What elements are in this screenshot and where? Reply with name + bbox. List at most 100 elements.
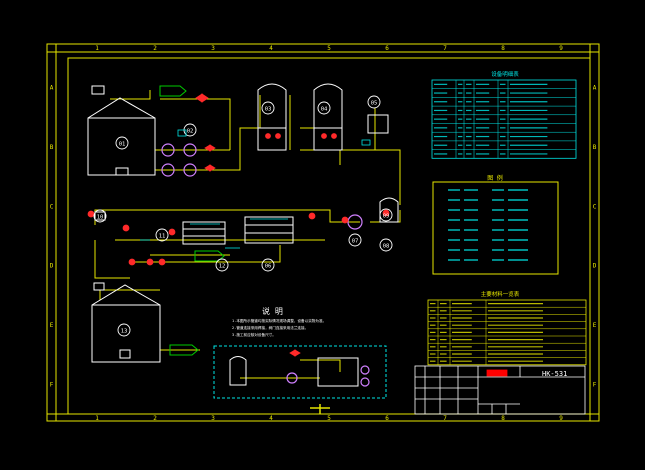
equipment-tag: 12 <box>215 258 229 272</box>
frame-col-label: 9 <box>559 415 563 422</box>
svg-text:03: 03 <box>265 106 272 112</box>
frame-col-label: 2 <box>153 45 157 52</box>
valve-icon <box>128 258 136 266</box>
tank-icon <box>87 85 156 176</box>
material-title: 主要材料一览表 <box>481 290 520 298</box>
frame-col-label: 4 <box>269 45 273 52</box>
equipment-tag: 10 <box>93 209 107 223</box>
frame-col-label: 1 <box>95 45 99 52</box>
filter-icon <box>313 83 343 151</box>
frame-col-label: 7 <box>443 45 447 52</box>
tank-icon <box>91 282 161 363</box>
pump-icon <box>286 372 298 384</box>
valve-icon <box>331 133 337 139</box>
flow-arrow-icon <box>169 344 199 356</box>
svg-text:09: 09 <box>383 213 390 219</box>
frame-row-label: B <box>50 144 54 151</box>
valve-icon <box>146 258 154 266</box>
filter-icon <box>257 83 287 151</box>
frame-row-label: F <box>50 381 54 388</box>
flow-arrow-icon <box>159 85 187 97</box>
svg-text:10: 10 <box>97 214 104 220</box>
valve-icon <box>122 224 130 232</box>
frame-row-label: D <box>50 263 54 270</box>
frame-col-label: 6 <box>385 45 389 52</box>
equipment-tags: 01 02 03 04 05 06 07 08 09 10 11 12 13 <box>93 95 393 337</box>
frame-col-label: 5 <box>327 45 331 52</box>
pipelines <box>94 90 401 379</box>
svg-text:02: 02 <box>187 128 194 134</box>
frame-row-label: E <box>593 322 597 329</box>
valve-icon <box>168 228 176 236</box>
frame-row-label: A <box>50 85 54 92</box>
frame-row-label: F <box>593 381 597 388</box>
equipment-tag: 04 <box>317 101 331 115</box>
equipment-list-title: 设备明细表 <box>491 70 519 78</box>
frame-col-label: 2 <box>153 415 157 422</box>
svg-text:08: 08 <box>383 243 390 249</box>
frame-col-label: 3 <box>211 415 215 422</box>
equipment-tag: 09 <box>379 208 393 222</box>
pump-icon <box>360 365 370 375</box>
svg-text:01: 01 <box>119 141 126 147</box>
frame-row-label: B <box>593 144 597 151</box>
frame-col-label: 6 <box>385 415 389 422</box>
frame-row-label: E <box>50 322 54 329</box>
valve-icon <box>158 258 166 266</box>
note-line: 2.管道连接采用焊接，阀门连接采用法兰连接。 <box>232 325 308 330</box>
svg-text:13: 13 <box>121 328 128 334</box>
pump-icon <box>183 143 197 157</box>
valve-icon <box>275 133 281 139</box>
pumps <box>161 143 370 387</box>
note-line: 3.施工前应核对设备尺寸。 <box>232 332 276 337</box>
valve-icon <box>204 144 216 152</box>
legend-title: 图 例 <box>487 174 503 182</box>
valve-icon <box>289 349 301 357</box>
frame-col-label: 9 <box>559 45 563 52</box>
frame-col-label: 5 <box>327 415 331 422</box>
equipment-tag: 08 <box>379 238 393 252</box>
svg-text:04: 04 <box>321 106 328 112</box>
svg-text:05: 05 <box>371 100 378 106</box>
equipment-tag: 03 <box>261 101 275 115</box>
valve-icon <box>204 164 216 172</box>
notes-title: 说 明 <box>262 306 283 316</box>
pump-icon <box>161 143 175 157</box>
drawing-number: HK-531 <box>542 370 567 378</box>
equipment <box>87 83 399 387</box>
valve-icon <box>265 133 271 139</box>
pump-icon <box>347 214 363 230</box>
frame-row-label: C <box>50 203 54 210</box>
frame-row-label: C <box>593 203 597 210</box>
valve-icon <box>195 93 209 103</box>
svg-text:07: 07 <box>352 238 359 244</box>
frame-row-label: A <box>593 85 597 92</box>
valve-icon <box>321 133 327 139</box>
equipment-tag: 11 <box>155 228 169 242</box>
frame-col-label: 8 <box>501 415 505 422</box>
equipment-tag: 05 <box>367 95 381 109</box>
svg-text:11: 11 <box>159 233 166 239</box>
legend-table: 图 例 <box>432 174 559 275</box>
equipment-tag: 06 <box>261 258 275 272</box>
svg-text:12: 12 <box>219 263 226 269</box>
frame-col-label: 3 <box>211 45 215 52</box>
valves <box>87 93 390 357</box>
valve-icon <box>308 212 316 220</box>
frame-col-label: 1 <box>95 415 99 422</box>
equipment-tag: 01 <box>115 136 129 150</box>
svg-text:06: 06 <box>265 263 272 269</box>
flow-arrow-icon <box>194 250 225 262</box>
equipment-list-table: 设备明细表 <box>431 70 577 159</box>
notes: 说 明 1.本图所示管道均按实际情况现场调整，设备以实物为准。 2.管道连接采用… <box>213 306 387 399</box>
pump-icon <box>360 377 370 387</box>
valve-icon <box>382 209 390 217</box>
title-block <box>414 365 586 415</box>
pump-icon <box>183 163 197 177</box>
pump-icon <box>161 163 175 177</box>
equipment-tag: 07 <box>348 233 362 247</box>
material-table: 主要材料一览表 <box>427 290 587 366</box>
